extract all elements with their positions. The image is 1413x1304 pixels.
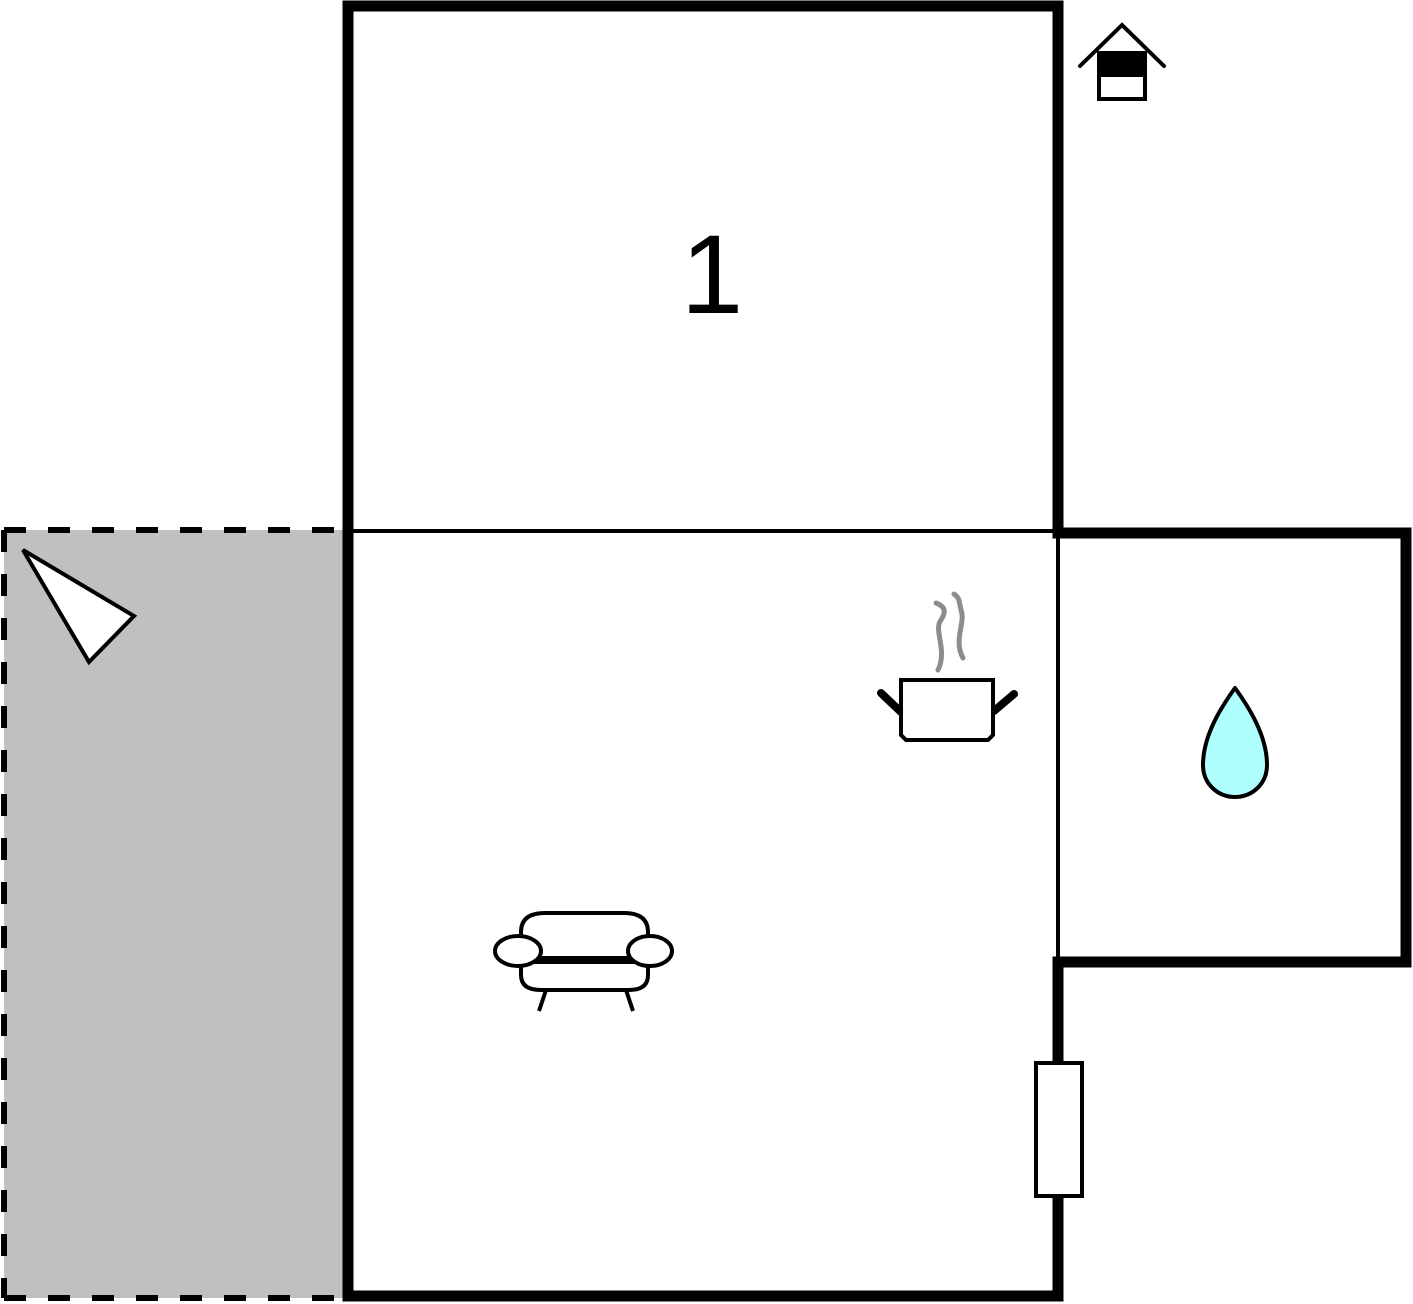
bedroom-floor — [348, 6, 1058, 532]
steam-line-right — [951, 591, 966, 661]
room-bedroom: 1 — [348, 6, 1058, 532]
wall-bathroom-outer — [1052, 527, 1412, 968]
terrace — [1, 527, 346, 1301]
steam-line-left — [933, 600, 947, 673]
sofa-leg-right — [624, 989, 635, 1012]
walls — [342, 0, 1412, 1302]
parasol-icon — [21, 548, 138, 666]
house-entrance-icon — [1078, 22, 1166, 101]
pot-handle-left — [877, 689, 905, 716]
sofa-arm-right — [626, 934, 674, 968]
pot-handle-right — [990, 690, 1018, 715]
pot-body — [899, 678, 995, 742]
wall-main-left-bottom — [342, 0, 1064, 1302]
terrace-area — [4, 530, 346, 1298]
sofa-arm-left — [493, 934, 543, 968]
terrace-dashed-border — [1, 527, 346, 1301]
living-floor — [348, 532, 1058, 1296]
sofa-icon — [493, 911, 674, 1012]
sofa-back — [519, 911, 650, 960]
window-icon — [1034, 1061, 1084, 1198]
wall-bedroom-top-right — [342, 0, 1064, 534]
water-drop-icon — [1201, 686, 1269, 799]
sofa-seat — [519, 960, 650, 992]
entrance-roof — [1078, 22, 1166, 68]
bedroom-number-label: 1 — [681, 212, 743, 337]
room-living-kitchen — [348, 532, 1058, 1296]
sofa-leg-left — [537, 989, 548, 1012]
entrance-door-top — [1099, 53, 1145, 77]
cooking-pot-icon — [877, 591, 1018, 742]
